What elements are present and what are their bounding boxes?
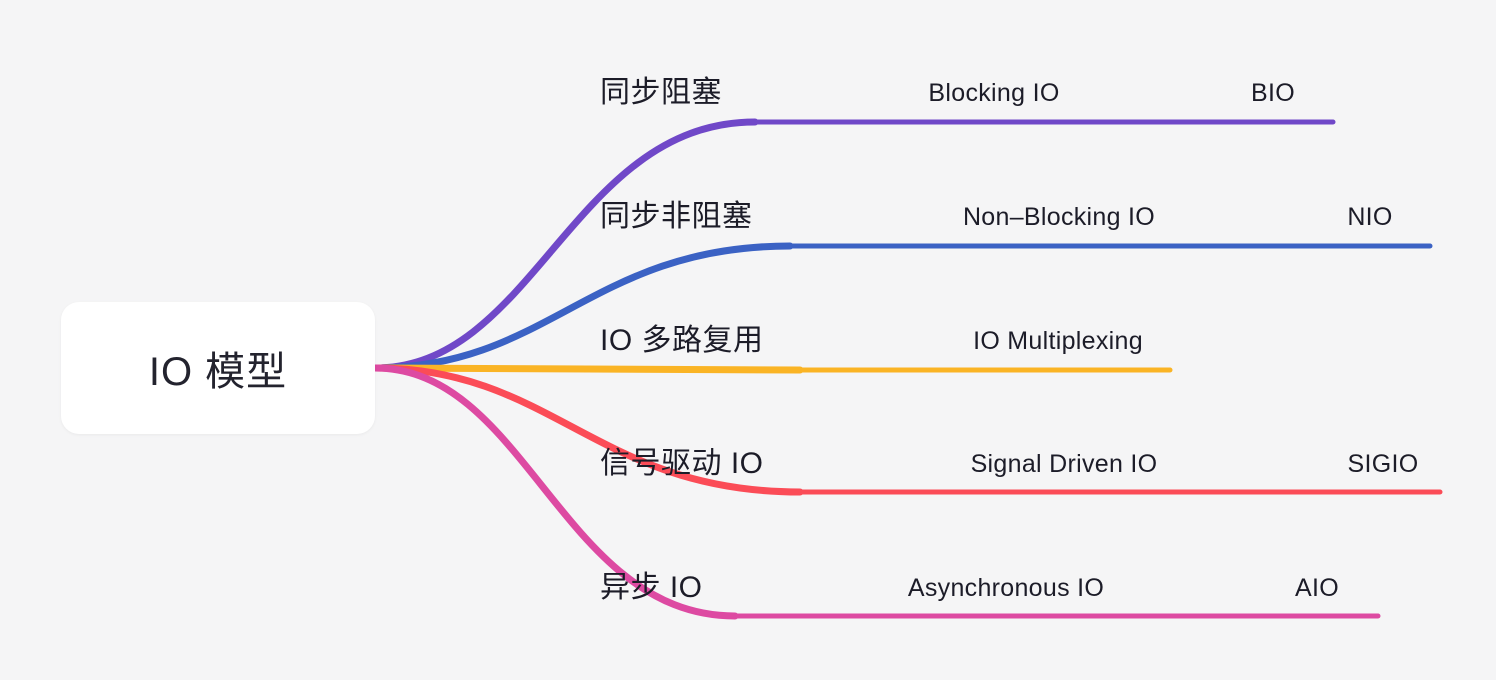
root-node[interactable]: IO 模型: [61, 302, 375, 434]
branch-title-3: 信号驱动 IO: [600, 447, 764, 480]
root-node-label: IO 模型: [148, 350, 288, 394]
branch-abbr-4: AIO: [1295, 574, 1339, 602]
branch-abbr-1: NIO: [1347, 203, 1393, 231]
branch-curve-2: [371, 364, 804, 374]
branch-abbr-3: SIGIO: [1347, 450, 1419, 478]
branch-title-4: 异步 IO: [600, 571, 703, 604]
branch-english-3: Signal Driven IO: [970, 450, 1158, 478]
branch-abbr-0: BIO: [1251, 79, 1295, 107]
branch-title-2: IO 多路复用: [600, 324, 764, 357]
branch-title-1: 同步非阻塞: [600, 200, 753, 233]
branch-english-4: Asynchronous IO: [907, 574, 1105, 602]
branch-title-0: 同步阻塞: [600, 76, 722, 109]
branch-english-0: Blocking IO: [928, 79, 1060, 107]
branch-english-2: IO Multiplexing: [973, 327, 1143, 355]
branch-english-1: Non–Blocking IO: [962, 203, 1156, 231]
